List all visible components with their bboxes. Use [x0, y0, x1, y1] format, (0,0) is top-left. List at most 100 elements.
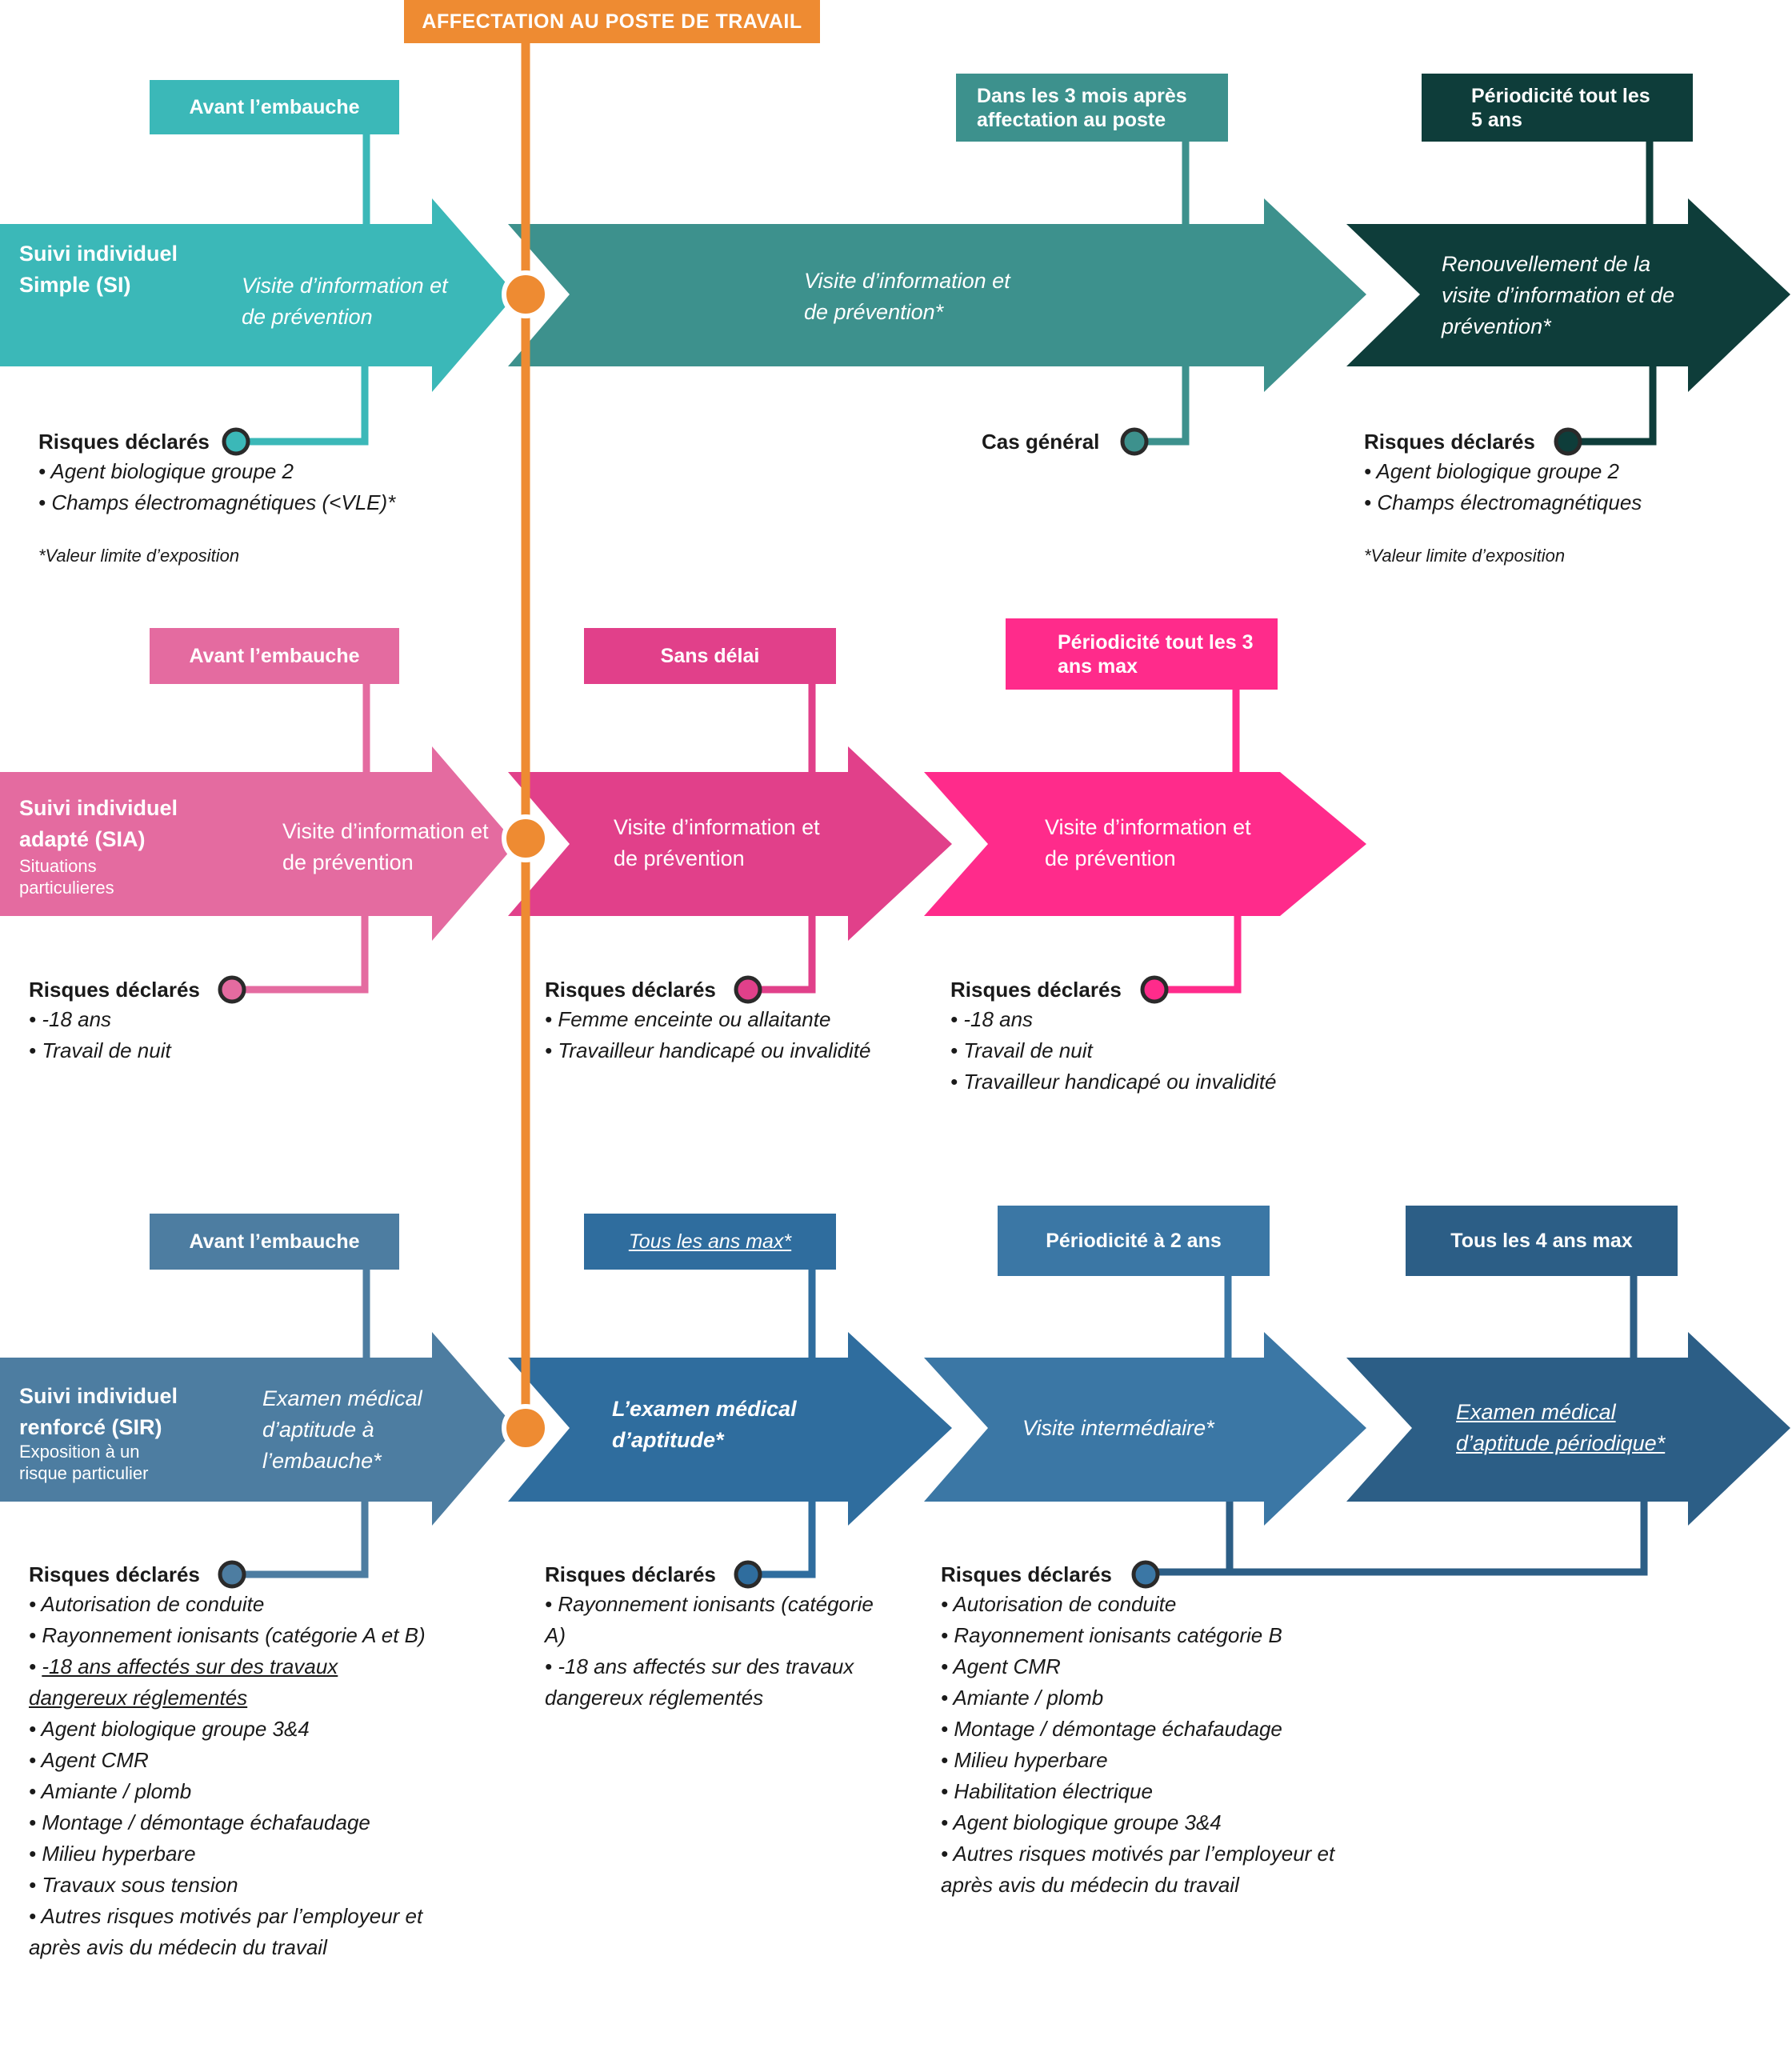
- list-item: • Agent biologique groupe 2: [38, 459, 294, 483]
- sia-risks-left-title: Risques déclarés: [29, 978, 200, 1002]
- list-item: • Champs électromagnétiques: [1364, 490, 1642, 514]
- sia-risks-left-list: • -18 ans • Travail de nuit: [29, 1004, 365, 1066]
- si-risks-left-title: Risques déclarés: [38, 430, 210, 454]
- list-item: • Amiante / plomb: [941, 1686, 1104, 1710]
- si-connectors: [236, 132, 1657, 446]
- si-arrow-3: [1346, 198, 1790, 392]
- list-item: • Autres risques motivés par l’employeur…: [29, 1904, 423, 1959]
- affectation-header: AFFECTATION AU POSTE DE TRAVAIL: [404, 0, 820, 43]
- si-box-before-label: Avant l’embauche: [189, 96, 360, 118]
- si-box-5years: Périodicité tout les 5 ans: [1422, 74, 1693, 142]
- si-arrow2-text: Visite d’information et de prévention*: [804, 269, 1010, 324]
- sia-risks-mid-title: Risques déclarés: [545, 978, 716, 1002]
- si-box-3months: Dans les 3 mois après affectation au pos…: [956, 74, 1228, 142]
- list-item: • Champs électromagnétiques (<VLE)*: [38, 490, 396, 514]
- sia-box-before-label: Avant l’embauche: [189, 645, 360, 667]
- list-item: • Travaux sous tension: [29, 1873, 238, 1897]
- sir-risks-right-title: Risques déclarés: [941, 1562, 1112, 1586]
- si-cas-general: Cas général: [982, 430, 1100, 454]
- sia-box-before: Avant l’embauche: [150, 628, 399, 684]
- list-item: • -18 ans affectés sur des travaux dange…: [545, 1654, 854, 1710]
- list-item: • Agent biologique groupe 2: [1364, 459, 1619, 483]
- si-arrow3-text: Renouvellement de la visite d’informatio…: [1442, 252, 1675, 338]
- sia-box-3years: Périodicité tout les 3 ans max: [1006, 618, 1278, 690]
- list-item: • Agent CMR: [941, 1654, 1061, 1678]
- list-item: • -18 ans: [950, 1007, 1034, 1031]
- list-item: • Autres risques motivés par l’employeur…: [941, 1842, 1335, 1897]
- list-item: • Agent biologique groupe 3&4: [29, 1717, 310, 1741]
- sir-box-4years-label: Tous les 4 ans max: [1450, 1230, 1633, 1252]
- list-item: • Amiante / plomb: [29, 1779, 192, 1803]
- si-arrow1-text: Visite d’information et de prévention: [242, 274, 448, 329]
- sir-connectors: [232, 1268, 1648, 1578]
- sia-title: Suivi individuel adapté (SIA): [19, 796, 178, 851]
- sir-arrow4-text: Examen médical d’aptitude périodique*: [1456, 1400, 1666, 1455]
- sir-affectation-dot: [502, 1404, 550, 1452]
- sir-arrow1-text: Examen médical d’aptitude à l’embauche*: [262, 1386, 422, 1473]
- sir-title: Suivi individuel renforcé (SIR): [19, 1384, 178, 1439]
- list-item: • Habilitation électrique: [941, 1779, 1153, 1803]
- si-affectation-dot: [502, 270, 550, 318]
- sia-subtitle: Situations particulieres: [19, 856, 114, 898]
- list-item: • Agent biologique groupe 3&4: [941, 1810, 1222, 1834]
- sir-risks-right-list: • Autorisation de conduite • Rayonnement…: [941, 1589, 1373, 1901]
- sir-risks-mid-list: • Rayonnement ionisants (catégorie A) • …: [545, 1589, 881, 1714]
- risk-dots: [218, 427, 1582, 1589]
- sia-risks-right-title: Risques déclarés: [950, 978, 1122, 1002]
- list-item: • Milieu hyperbare: [941, 1748, 1108, 1772]
- sir-risks-left-list: • Autorisation de conduite • Rayonnement…: [29, 1589, 477, 1963]
- si-risks-right-list: • Agent biologique groupe 2 • Champs éle…: [1364, 456, 1780, 518]
- list-item: • Montage / démontage échafaudage: [941, 1717, 1282, 1741]
- sir-risks-mid-title: Risques déclarés: [545, 1562, 716, 1586]
- sir-arrow-4: [1346, 1332, 1790, 1526]
- si-title: Suivi individuel Simple (SI): [19, 242, 178, 297]
- sir-box-yearly: Tous les ans max*: [584, 1214, 836, 1270]
- sir-box-2years-label: Périodicité à 2 ans: [1046, 1230, 1222, 1252]
- list-item: • Travail de nuit: [950, 1038, 1093, 1062]
- sia-risks-right-list: • -18 ans • Travail de nuit • Travailleu…: [950, 1004, 1398, 1098]
- list-item: • Milieu hyperbare: [29, 1842, 196, 1866]
- sia-box-sans-delai: Sans délai: [584, 628, 836, 684]
- sir-box-before: Avant l’embauche: [150, 1214, 399, 1270]
- sir-arrow-1: [0, 1332, 516, 1526]
- sir-risks-left-title: Risques déclarés: [29, 1562, 200, 1586]
- sir-arrow3-text: Visite intermédiaire*: [1022, 1416, 1214, 1440]
- affectation-label: AFFECTATION AU POSTE DE TRAVAIL: [422, 10, 802, 33]
- sia-arrow-3: [924, 772, 1366, 916]
- list-item: • Travailleur handicapé ou invalidité: [545, 1038, 871, 1062]
- si-risks-right-title: Risques déclarés: [1364, 430, 1535, 454]
- list-item: • Femme enceinte ou allaitante: [545, 1007, 831, 1031]
- sia-arrow2-text: Visite d’information et de prévention: [614, 815, 820, 870]
- sia-connectors: [232, 682, 1242, 994]
- si-risks-left-note: *Valeur limite d’exposition: [38, 546, 240, 566]
- si-arrow-2: [508, 198, 1366, 392]
- list-item: • Travailleur handicapé ou invalidité: [950, 1070, 1277, 1094]
- si-box-before: Avant l’embauche: [150, 80, 399, 134]
- list-item: • Rayonnement ionisants catégorie B: [941, 1623, 1282, 1647]
- si-box-5years-label: Périodicité tout les 5 ans: [1471, 84, 1650, 131]
- sia-arrow1-text: Visite d’information et de prévention: [282, 819, 489, 874]
- si-risks-left-list: • Agent biologique groupe 2 • Champs éle…: [38, 456, 486, 518]
- list-item: • Agent CMR: [29, 1748, 149, 1772]
- list-item: • Autorisation de conduite: [29, 1592, 265, 1616]
- sir-subtitle: Exposition à un risque particulier: [19, 1442, 149, 1483]
- list-item: • -18 ans affectés sur des travaux dange…: [29, 1654, 338, 1710]
- si-arrow-1: [0, 198, 516, 392]
- sia-affectation-dot: [502, 814, 550, 862]
- sir-box-yearly-label: Tous les ans max*: [628, 1230, 792, 1253]
- sir-arrow-2: [508, 1332, 952, 1526]
- sir-box-2years: Périodicité à 2 ans: [998, 1206, 1270, 1276]
- si-risks-right-note: *Valeur limite d’exposition: [1364, 546, 1566, 566]
- sir-box-before-label: Avant l’embauche: [189, 1230, 360, 1253]
- sia-box-sans-delai-label: Sans délai: [660, 645, 760, 667]
- sir-arrow2-text: L’examen médical d’aptitude*: [612, 1397, 797, 1452]
- sia-risks-mid-list: • Femme enceinte ou allaitante • Travail…: [545, 1004, 881, 1066]
- sia-arrow-2: [508, 746, 952, 941]
- si-box-3months-label: Dans les 3 mois après affectation au pos…: [977, 84, 1187, 131]
- list-item: • Montage / démontage échafaudage: [29, 1810, 370, 1834]
- sir-arrow-3: [924, 1332, 1366, 1526]
- list-item: • -18 ans: [29, 1007, 112, 1031]
- list-item: • Rayonnement ionisants (catégorie A et …: [29, 1623, 426, 1647]
